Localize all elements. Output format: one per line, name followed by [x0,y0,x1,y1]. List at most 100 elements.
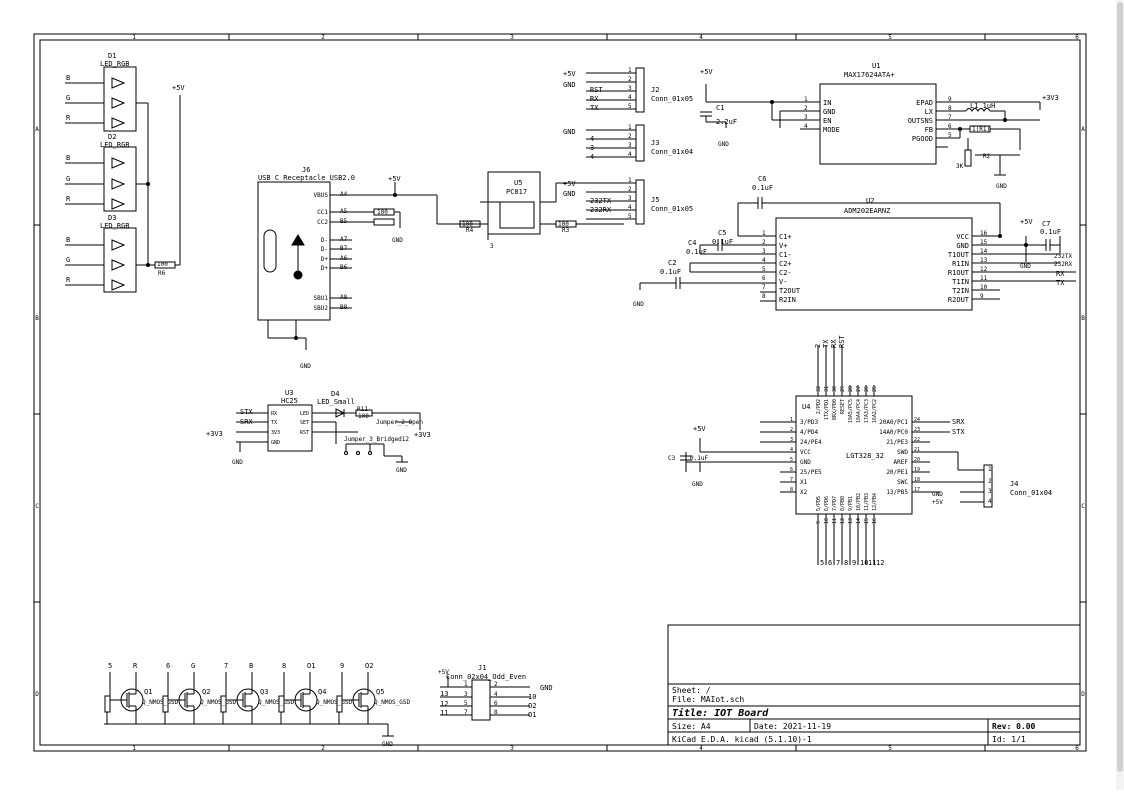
u3-ref: U3 [285,389,293,397]
net-232tx-u2: 232TX [1054,253,1072,260]
j1-pin-num-left: 5 [464,700,468,707]
u1-pin-label-left: MODE [823,126,840,134]
c7-value: 0.1uF [1040,228,1061,236]
connectors-jx [586,67,645,225]
net-label-r-2: R [66,195,71,203]
border-row-label-right: C [1081,503,1085,510]
u2-pin-label-right: T1OUT [948,251,970,259]
j2-value: Conn_01x05 [651,95,693,103]
l1-value: L1 1uH [970,102,995,110]
net-tx-u2: TX [1056,279,1065,287]
svg-text:10: 10 [528,693,536,701]
u2-pin-label-right: VCC [956,233,969,241]
net-5v-j1: +5V [438,669,449,676]
u4-pin-label-left: 24/PE4 [800,439,822,446]
u2-pin-num-right: 10 [980,284,988,291]
u4-pin-label-bottom: 5/PD5 [816,496,822,511]
u4-pin-label-right: SWD [897,449,908,456]
u4-pin-label-left: 4/PD4 [800,429,818,436]
border-col-label-bottom: 2 [321,745,325,752]
j1-pin-num-right: 6 [494,700,498,707]
vertical-scrollbar[interactable] [1116,0,1124,790]
mosfet-ref: Q1 [144,688,152,696]
u1-pin-label-left: IN [823,99,831,107]
u2-pin-num-left: 1 [762,230,766,237]
j4-pin-num: 2 [988,478,992,485]
net-3v3-u1: +3V3 [1042,94,1059,102]
connector-pin-num: 4 [628,151,632,158]
sheet-outer-frame [33,33,1087,752]
u4-pin-num-right: 24 [914,417,920,423]
u4-pin-label-top: 2/PD2 [816,399,822,414]
u4-pin-label-top: 16A2/PC2 [872,399,878,423]
u4-bottom-net-label: 7 [836,559,840,567]
u4-pin-num-left: 4 [790,447,793,453]
u2-pin-num-left: 8 [762,293,766,300]
u4-pin-num-left: 8 [790,487,793,493]
u2-value: ADM202EARNZ [844,207,890,215]
u3-pin-label-right: RST [300,430,309,436]
tb-rev: Rev: 0.00 [992,722,1036,731]
border-row-label-left: B [35,315,39,322]
j1-pin-num-left: 7 [464,709,468,716]
u4-bottom-net-label: 9 [852,559,856,567]
j1-value: Conn_02x04_Odd_Even [446,673,526,681]
u4-pin-num-bottom: 13 [848,518,854,524]
u4-pin-label-top: 17A3/PC3 [864,399,870,423]
u4-bottom-net-label: 5 [820,559,824,567]
u4-pin-num-top: 26 [864,386,870,392]
u4-pin-num-right: 18 [914,477,920,483]
u2-ref: U2 [866,197,874,205]
mosfet-ref: Q3 [260,688,268,696]
net-srx-u4: SRX [952,418,965,426]
svg-text:13: 13 [440,690,448,698]
u4-pin-label-left: GND [800,459,811,466]
border-col-label-top: 2 [321,34,325,41]
j3-ref: J3 [651,139,659,147]
u4-pin-label-right: SWC [897,479,908,486]
net-stx-u4: STX [952,428,965,436]
mosfet-drain-net: O1 [307,662,315,670]
scrollbar-thumb[interactable] [1117,2,1123,772]
tb-title: Title: IOT Board [672,707,769,719]
mosfet-gate-net: 7 [224,662,228,670]
u2-pin-label-left: R2IN [779,296,796,304]
c3-ref: C3 [668,455,676,462]
led-rgb-group [65,66,181,293]
u4-pin-num-right: 19 [914,467,920,473]
u4-pin-label-top: 19A5/PC5 [848,399,854,423]
u2-pin-label-left: C2+ [779,260,792,268]
u4-pin-num-bottom: 15 [864,518,870,524]
net-label-b-3: B [66,236,70,244]
u1-pin-label-left: GND [823,108,836,116]
border-col-label-bottom: 6 [1075,745,1079,752]
u4-bottom-net-label: 12 [876,559,884,567]
svg-text:4: 4 [590,135,594,143]
net-gnd-q: GND [382,741,393,748]
net-5v-j5: +5V [563,180,576,188]
border-col-label-bottom: 3 [510,745,514,752]
u2-pin-label-left: C1- [779,251,792,259]
u4-top-net-label: TX [822,339,830,348]
u2-pin-label-left: C2- [779,269,792,277]
border-col-label-top: 5 [888,34,892,41]
u2-pin-num-left: 6 [762,275,766,282]
u4-pin-label-top: 0RX/PD0 [832,399,838,420]
u1-pin-num-right: 5 [948,132,952,139]
u3-pin-label-right: LED [300,411,309,417]
u1-max17624 [700,83,1041,176]
u4-pin-num-bottom: 11 [832,518,838,524]
j6-pin-num: B6 [340,264,348,271]
net-gnd-r2: GND [996,183,1007,190]
u4-pin-num-top: 25 [872,386,878,392]
u1-value: MAX17624ATA+ [844,71,895,79]
u1-pin-label-right: PGOOD [912,135,933,143]
u3-pin-label-left: GND [271,440,280,446]
j4-ref: J4 [1010,480,1018,488]
u2-pin-num-right: 15 [980,239,988,246]
c1-value: 2.2uF [716,118,737,126]
u1-pin-label-right: OUTSNS [908,117,933,125]
u2-pin-label-left: C1+ [779,233,792,241]
mosfet-drain-net: O2 [365,662,373,670]
